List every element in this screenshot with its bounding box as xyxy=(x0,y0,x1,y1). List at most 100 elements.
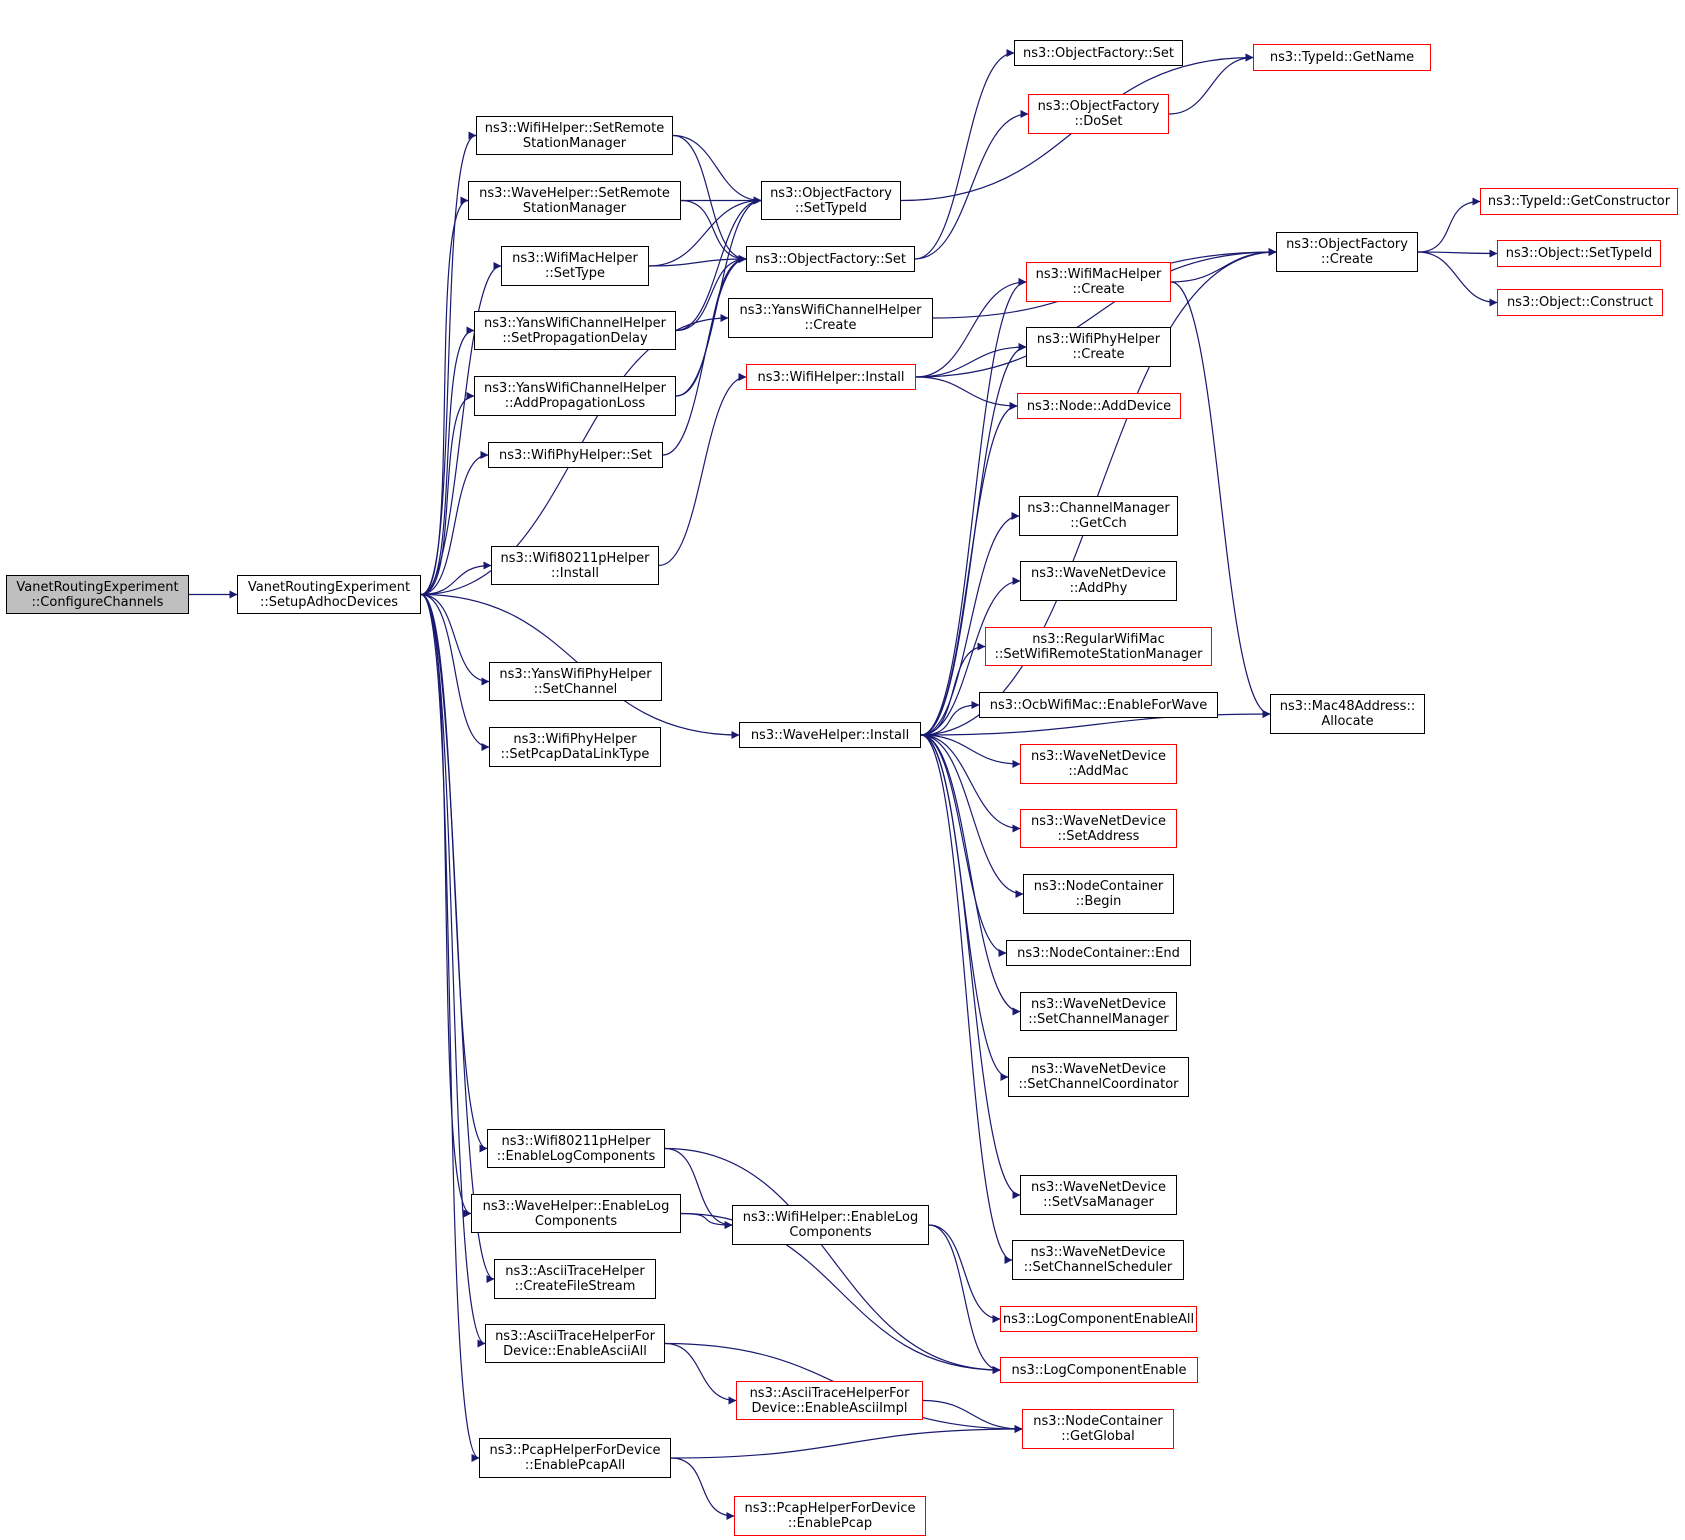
call-edge-setup-to-phySet xyxy=(420,451,489,596)
node-objectfactory-create[interactable]: ns3::ObjectFactory::Create xyxy=(1276,232,1418,272)
node-label-line: ::SetAddress xyxy=(1057,828,1140,844)
node-channelmanager-get-cch[interactable]: ns3::ChannelManager::GetCch xyxy=(1019,496,1178,536)
node-ocbwifimac-enable-for-wave[interactable]: ns3::OcbWifiMac::EnableForWave xyxy=(979,692,1218,718)
node-label-line: ::SetChannel xyxy=(533,681,618,697)
call-edge-setup-to-pcapAll xyxy=(420,593,480,1462)
node-objectfactory-doset[interactable]: ns3::ObjectFactory::DoSet xyxy=(1028,94,1169,134)
node-label-line: ::SetWifiRemoteStationManager xyxy=(994,646,1203,662)
call-edge-waveInstall-to-wndSetVsa xyxy=(920,734,1021,1199)
node-wifiphy-create[interactable]: ns3::WifiPhyHelper::Create xyxy=(1026,327,1171,367)
node-wavenetdevice-set-channel-scheduler[interactable]: ns3::WaveNetDevice::SetChannelScheduler xyxy=(1012,1240,1184,1280)
node-wifiphy-set-pcap-dlt[interactable]: ns3::WifiPhyHelper::SetPcapDataLinkType xyxy=(489,727,661,767)
node-object-construct[interactable]: ns3::Object::Construct xyxy=(1497,289,1663,316)
node-label-line: ns3::AsciiTraceHelperFor xyxy=(749,1385,910,1401)
node-label-line: ns3::AsciiTraceHelper xyxy=(505,1264,645,1279)
call-edge-setup-to-waveEnableLog xyxy=(420,593,472,1218)
node-label-line: ::EnablePcapAll xyxy=(524,1458,626,1473)
call-edge-waveInstall-to-ncEnd xyxy=(920,734,1007,957)
node-nodecontainer-end[interactable]: ns3::NodeContainer::End xyxy=(1006,940,1191,966)
call-edge-waveInstall-to-regMac xyxy=(920,642,986,736)
call-edge-wifiEnableLog-to-logAll xyxy=(928,1224,1001,1323)
node-label-line: ns3::WaveNetDevice xyxy=(1030,1062,1166,1077)
node-label-line: ns3::TypeId::GetName xyxy=(1269,50,1415,65)
node-label-line: VanetRoutingExperiment xyxy=(16,579,179,595)
node-wavenetdevice-add-mac[interactable]: ns3::WaveNetDevice::AddMac xyxy=(1020,744,1177,784)
node-wavenetdevice-set-channel-coordinator[interactable]: ns3::WaveNetDevice::SetChannelCoordinato… xyxy=(1008,1057,1189,1097)
node-label-line: ::AddPhy xyxy=(1069,581,1128,596)
node-node-add-device[interactable]: ns3::Node::AddDevice xyxy=(1017,393,1181,419)
node-label-line: ns3::ObjectFactory xyxy=(770,185,892,201)
node-regularwifimac-set-rsm[interactable]: ns3::RegularWifiMac::SetWifiRemoteStatio… xyxy=(985,627,1212,666)
node-wifimac-create[interactable]: ns3::WifiMacHelper::Create xyxy=(1026,262,1171,302)
node-label-line: ns3::Wifi80211pHelper xyxy=(500,550,650,566)
node-label-line: Device::EnableAsciiAll xyxy=(503,1343,647,1359)
node-wavenetdevice-set-channel-manager[interactable]: ns3::WaveNetDevice::SetChannelManager xyxy=(1020,992,1177,1031)
node-ascii-create-file-stream[interactable]: ns3::AsciiTraceHelper::CreateFileStream xyxy=(494,1259,656,1299)
node-typeid-get-constructor[interactable]: ns3::TypeId::GetConstructor xyxy=(1480,188,1678,215)
node-typeid-get-name[interactable]: ns3::TypeId::GetName xyxy=(1253,44,1431,71)
node-label-line: ns3::WifiMacHelper xyxy=(1035,267,1162,282)
node-wifi80211p-install[interactable]: ns3::Wifi80211pHelper::Install xyxy=(491,546,659,585)
node-objectfactory-set-typeid[interactable]: ns3::ObjectFactory::SetTypeId xyxy=(761,181,901,220)
node-label-line: ns3::Object::SetTypeId xyxy=(1505,246,1653,261)
node-wifi80211p-enable-log[interactable]: ns3::Wifi80211pHelper::EnableLogComponen… xyxy=(487,1129,665,1168)
node-objectfactory-set-2[interactable]: ns3::ObjectFactory::Set xyxy=(1014,40,1183,66)
call-edge-wifiInstall-to-macCreate xyxy=(915,278,1027,378)
node-label-line: ns3::WaveNetDevice xyxy=(1030,1245,1166,1260)
node-label-line: ns3::ChannelManager xyxy=(1027,501,1170,516)
node-log-component-enable-all[interactable]: ns3::LogComponentEnableAll xyxy=(1000,1306,1197,1332)
node-label-line: ns3::Node::AddDevice xyxy=(1026,398,1172,414)
node-wavenetdevice-set-vsa-manager[interactable]: ns3::WaveNetDevice::SetVsaManager xyxy=(1020,1175,1177,1215)
node-wifimac-set-type[interactable]: ns3::WifiMacHelper::SetType xyxy=(501,246,649,286)
node-wavenetdevice-set-address[interactable]: ns3::WaveNetDevice::SetAddress xyxy=(1020,809,1177,848)
call-edge-waveInstall-to-ncBegin xyxy=(920,734,1024,898)
node-label-line: ns3::NodeContainer::End xyxy=(1017,945,1180,961)
node-label-line: StationManager xyxy=(522,200,627,216)
node-label-line: ns3::PcapHelperForDevice xyxy=(489,1443,661,1458)
node-setup-adhoc-devices[interactable]: VanetRoutingExperiment::SetupAdhocDevice… xyxy=(237,575,421,614)
call-edge-waveInstall-to-wndSetAddr xyxy=(920,734,1021,833)
node-yans-channel-create[interactable]: ns3::YansWifiChannelHelper::Create xyxy=(728,298,933,338)
call-edge-ofSet-to-ofDoSet xyxy=(914,110,1029,260)
node-label-line: ::DoSet xyxy=(1074,114,1123,129)
node-label-line: ns3::ObjectFactory xyxy=(1286,237,1408,252)
call-edge-setup-to-yansAddLoss xyxy=(420,392,475,596)
call-edge-macSetType-to-ofSet xyxy=(648,255,747,267)
node-label-line: ns3::WifiPhyHelper::Set xyxy=(498,447,653,463)
node-yansphy-set-channel[interactable]: ns3::YansWifiPhyHelper::SetChannel xyxy=(489,662,662,701)
node-label-line: ns3::LogComponentEnableAll xyxy=(1002,1311,1195,1327)
node-pcap-enable-all[interactable]: ns3::PcapHelperForDevice::EnablePcapAll xyxy=(479,1438,671,1478)
node-wifi-install[interactable]: ns3::WifiHelper::Install xyxy=(746,364,916,390)
node-mac48address-allocate[interactable]: ns3::Mac48Address::Allocate xyxy=(1270,694,1425,734)
node-pcap-enable[interactable]: ns3::PcapHelperForDevice::EnablePcap xyxy=(734,1496,926,1536)
node-label-line: ns3::WaveNetDevice xyxy=(1030,996,1166,1012)
node-label-line: ns3::WaveHelper::Install xyxy=(750,727,910,743)
call-edge-ofCreate-to-objConstruct xyxy=(1417,251,1498,307)
node-object-set-typeid[interactable]: ns3::Object::SetTypeId xyxy=(1497,240,1661,267)
call-edge-setup-to-yansPropDelay xyxy=(420,326,475,596)
node-label-line: ns3::Object::Construct xyxy=(1506,295,1654,310)
node-log-component-enable[interactable]: ns3::LogComponentEnable xyxy=(1000,1357,1198,1383)
call-edge-waveInstall-to-macCreate xyxy=(920,278,1027,736)
node-nodecontainer-begin[interactable]: ns3::NodeContainer::Begin xyxy=(1023,874,1174,914)
node-objectfactory-set[interactable]: ns3::ObjectFactory::Set xyxy=(746,246,915,272)
node-label-line: ::SetTypeId xyxy=(794,200,868,216)
node-yans-set-propagation-delay[interactable]: ns3::YansWifiChannelHelper::SetPropagati… xyxy=(474,311,676,350)
node-label-line: ns3::TypeId::GetConstructor xyxy=(1487,194,1671,209)
node-label-line: ns3::WaveHelper::SetRemote xyxy=(479,185,670,201)
node-wifiphy-set[interactable]: ns3::WifiPhyHelper::Set xyxy=(488,442,663,468)
node-label-line: ::Begin xyxy=(1075,894,1122,909)
node-wave-install[interactable]: ns3::WaveHelper::Install xyxy=(739,722,921,748)
node-nodecontainer-get-global[interactable]: ns3::NodeContainer::GetGlobal xyxy=(1022,1409,1174,1449)
node-wavenetdevice-add-phy[interactable]: ns3::WaveNetDevice::AddPhy xyxy=(1020,561,1177,601)
call-edge-macSetType-to-ofSetTypeId xyxy=(648,196,762,267)
call-edge-macCreate-to-macAlloc xyxy=(1170,281,1271,718)
call-edge-w80EnableLog-to-logEnable xyxy=(664,1147,1001,1374)
node-yans-add-propagation-loss[interactable]: ns3::YansWifiChannelHelper::AddPropagati… xyxy=(474,376,676,416)
